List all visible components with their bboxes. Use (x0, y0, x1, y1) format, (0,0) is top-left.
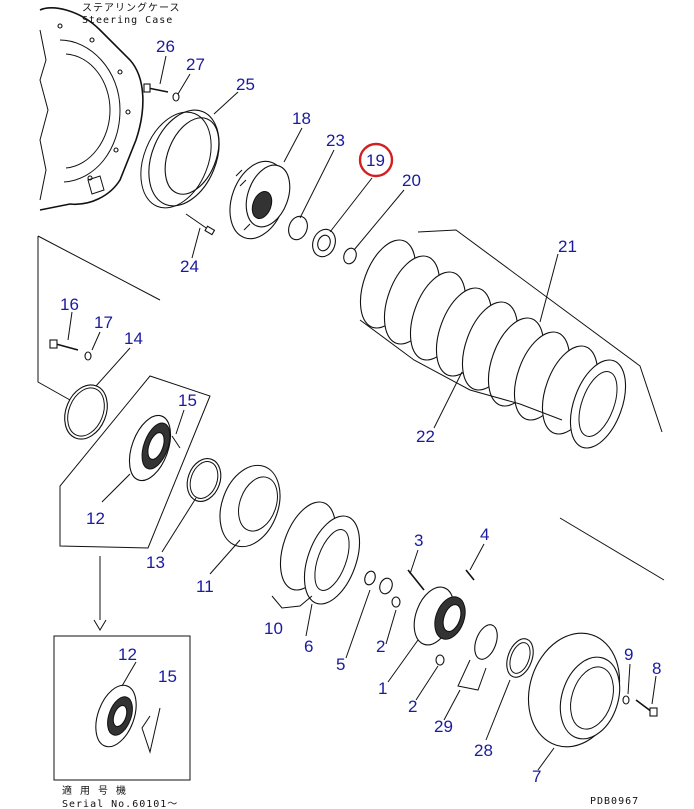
hub-1 (407, 569, 475, 666)
callout-9[interactable]: 9 (624, 645, 633, 664)
highlight-19 (358, 142, 394, 178)
callout-19[interactable]: 19 (366, 151, 385, 170)
callout-15a[interactable]: 15 (178, 391, 197, 410)
washer-9 (622, 695, 630, 705)
snap-ring-6 (364, 570, 376, 586)
hub-18 (229, 160, 291, 240)
callout-16[interactable]: 16 (60, 295, 79, 314)
cage-25 (140, 109, 220, 209)
drum-7 (527, 632, 621, 748)
inset-pin-15 (141, 707, 161, 754)
washer-27 (172, 92, 180, 102)
callout-20[interactable]: 20 (402, 171, 421, 190)
snap-ring-20 (343, 247, 357, 265)
bolt-16 (49, 339, 79, 351)
leader-right (559, 517, 665, 581)
callout-15b[interactable]: 15 (158, 667, 177, 686)
washer-17 (84, 351, 92, 361)
callout-22[interactable]: 22 (416, 427, 435, 446)
inset-caption-jp: 適 用 号 機 (62, 784, 127, 797)
callout-2a[interactable]: 2 (376, 637, 385, 656)
callout-11[interactable]: 11 (196, 577, 214, 596)
ring-28 (506, 638, 534, 678)
callouts: 26 27 25 18 23 19 20 21 22 24 16 17 14 1… (60, 37, 661, 786)
inset-caption-en: Serial No.60101～ (62, 799, 178, 809)
callout-2b[interactable]: 2 (408, 697, 417, 716)
caption-en: Steering Case (82, 15, 173, 26)
callout-7[interactable]: 7 (532, 767, 541, 786)
piston-12 (128, 414, 172, 482)
pin-15 (171, 435, 181, 449)
inset-arrow (93, 556, 107, 631)
group-bracket-left (37, 236, 71, 401)
disc-pack (359, 229, 663, 449)
callout-12b[interactable]: 12 (118, 645, 137, 664)
callout-13[interactable]: 13 (146, 553, 165, 572)
callout-28[interactable]: 28 (474, 741, 493, 760)
plate-11 (219, 464, 281, 548)
callout-21[interactable]: 21 (558, 237, 577, 256)
inset-frame (53, 635, 191, 781)
bearing-19 (312, 228, 336, 258)
spring-plates-10 (271, 501, 361, 609)
callout-24[interactable]: 24 (180, 257, 199, 276)
caption-jp: ステアリングケース (82, 1, 181, 14)
callout-25[interactable]: 25 (236, 75, 255, 94)
drawing-code: PDB0967 (590, 796, 639, 807)
callout-14[interactable]: 14 (124, 329, 143, 348)
steering-case (39, 7, 144, 211)
callout-27[interactable]: 27 (186, 55, 205, 74)
leader-group-top (37, 235, 161, 301)
callout-18[interactable]: 18 (292, 109, 311, 128)
snap-ring-23 (288, 215, 308, 241)
ring-13 (186, 458, 222, 502)
callout-1[interactable]: 1 (378, 679, 387, 698)
callout-4[interactable]: 4 (480, 525, 489, 544)
piston-group-box (59, 375, 211, 549)
callout-17[interactable]: 17 (94, 313, 113, 332)
seal-29 (457, 624, 498, 691)
callout-6[interactable]: 6 (304, 637, 313, 656)
callout-12a[interactable]: 12 (86, 509, 105, 528)
callout-8[interactable]: 8 (652, 659, 661, 678)
callout-10[interactable]: 10 (264, 619, 283, 638)
callout-26[interactable]: 26 (156, 37, 175, 56)
bolt-8 (635, 699, 658, 717)
leader-lines (67, 55, 657, 771)
collar-5 (379, 577, 393, 595)
bolt-26 (143, 83, 169, 93)
callout-3[interactable]: 3 (414, 531, 423, 550)
callout-23[interactable]: 23 (326, 131, 345, 150)
inset-piston-12 (95, 684, 137, 748)
callout-29[interactable]: 29 (434, 717, 453, 736)
spacer-2a (391, 596, 401, 608)
callout-5[interactable]: 5 (336, 655, 345, 674)
